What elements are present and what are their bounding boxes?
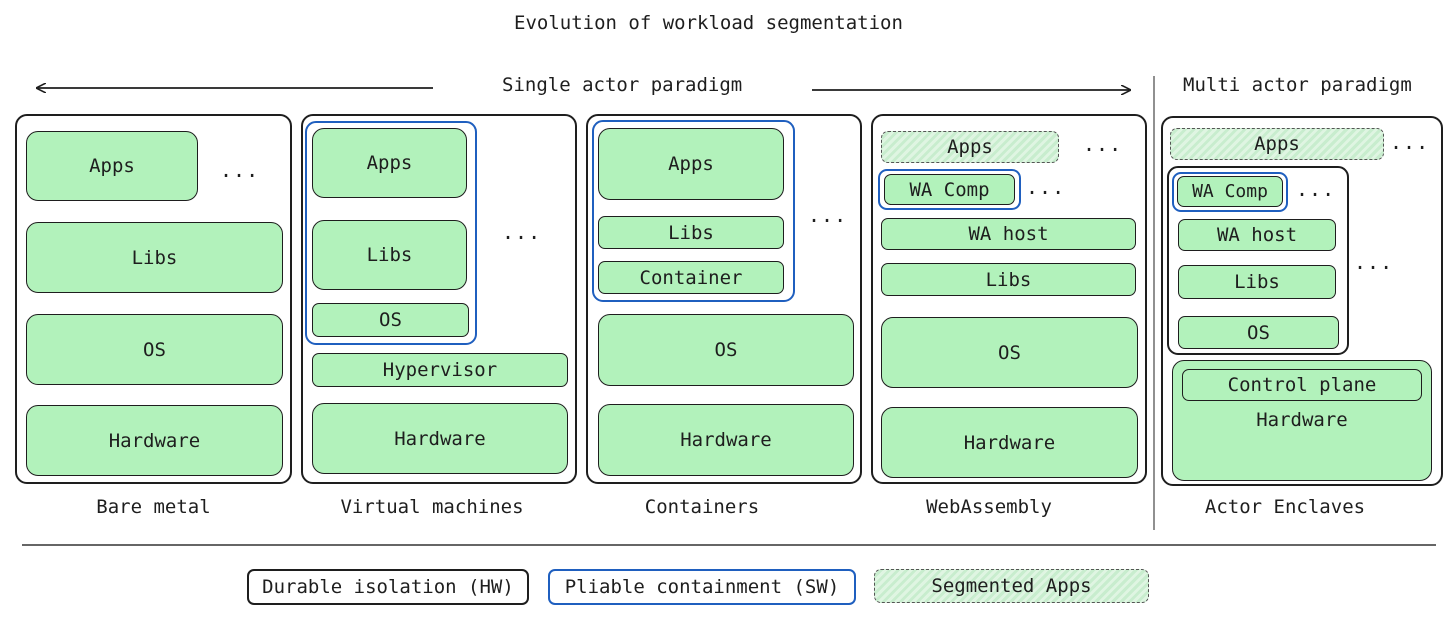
vm-os: OS [312, 303, 469, 337]
wasm-wa-comp: WA Comp [884, 174, 1015, 205]
enclaves-os: OS [1178, 316, 1339, 349]
vm-caption: Virtual machines [340, 496, 524, 518]
enclaves-apps: Apps [1170, 128, 1384, 160]
enclaves-caption: Actor Enclaves [1204, 496, 1366, 518]
enclaves-wa-comp: WA Comp [1177, 176, 1283, 207]
enclaves-comp-ellipsis: ... [1296, 177, 1336, 201]
containers-pliable-boundary [592, 120, 795, 302]
bare-metal-caption: Bare metal [96, 496, 211, 518]
vm-ellipsis: ... [502, 220, 542, 244]
vm-hardware: Hardware [312, 403, 568, 474]
wasm-wa-host: WA host [881, 218, 1136, 250]
bare-metal-ellipsis: ... [220, 158, 260, 182]
containers-caption: Containers [644, 496, 760, 518]
wasm-apps-ellipsis: ... [1083, 132, 1123, 156]
wasm-caption: WebAssembly [926, 496, 1052, 518]
wasm-libs: Libs [881, 263, 1136, 296]
legend-durable-isolation: Durable isolation (HW) [247, 569, 529, 605]
enclaves-control-plane: Control plane [1182, 369, 1422, 401]
containers-libs: Libs [598, 216, 784, 249]
wasm-hardware: Hardware [881, 407, 1138, 478]
containers-hardware: Hardware [598, 404, 854, 476]
enclaves-wa-host: WA host [1178, 219, 1336, 251]
enclaves-pliable-boundary [1172, 172, 1288, 212]
wasm-comp-ellipsis: ... [1026, 175, 1066, 199]
containers-ellipsis: ... [808, 203, 848, 227]
wasm-apps: Apps [881, 131, 1059, 163]
enclaves-libs: Libs [1178, 265, 1336, 299]
vm-apps: Apps [312, 128, 467, 198]
single-actor-label: Single actor paradigm [502, 74, 743, 96]
vm-pliable-boundary [305, 121, 477, 345]
multi-actor-label: Multi actor paradigm [1183, 74, 1412, 96]
diagram-title: Evolution of workload segmentation [514, 12, 903, 34]
enclaves-apps-ellipsis: ... [1390, 130, 1430, 154]
containers-os: OS [598, 314, 854, 386]
enclaves-ellipsis: ... [1354, 250, 1394, 274]
wasm-os: OS [881, 317, 1138, 388]
legend-pliable-containment: Pliable containment (SW) [548, 569, 856, 605]
containers-apps: Apps [598, 128, 784, 200]
bare-metal-apps: Apps [26, 131, 198, 201]
legend-segmented-apps: Segmented Apps [874, 569, 1149, 603]
vm-libs: Libs [312, 220, 467, 290]
vm-hypervisor: Hypervisor [312, 353, 568, 387]
bare-metal-os: OS [26, 314, 283, 385]
containers-container: Container [598, 261, 784, 294]
wasm-pliable-boundary [878, 169, 1021, 210]
bare-metal-libs: Libs [26, 222, 283, 293]
bare-metal-hardware: Hardware [26, 405, 283, 476]
